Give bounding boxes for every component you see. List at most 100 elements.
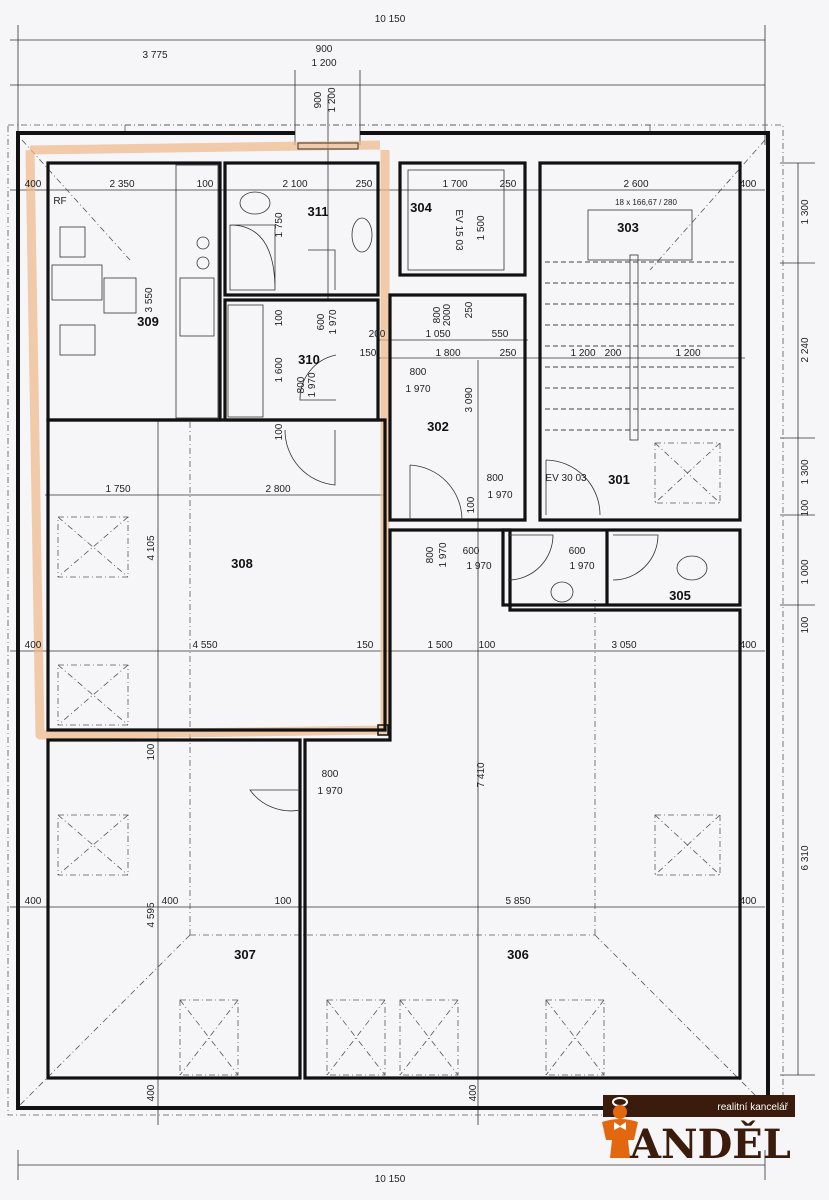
dimension-label: 1 200: [311, 58, 336, 69]
dimension-label: 100: [274, 309, 285, 326]
dimension-label: 400: [740, 640, 757, 651]
andel-logo: realitní kancelář ANDĚL: [602, 1095, 795, 1168]
dimension-label: 1 970: [487, 490, 512, 501]
room-303-label: 303: [617, 220, 639, 235]
dimension-label: 6 310: [800, 845, 811, 870]
dimension-label: 2 350: [109, 179, 134, 190]
room-304-label: 304: [410, 200, 432, 215]
dimension-label: 1 750: [105, 484, 130, 495]
dimension-label: 1 700: [442, 179, 467, 190]
logo-tagline: realitní kancelář: [717, 1102, 788, 1113]
dimension-label: 1 970: [405, 384, 430, 395]
dimension-label: 5 850: [505, 896, 530, 907]
dimension-label: 400: [25, 640, 42, 651]
dimension-label: 10 150: [375, 1174, 406, 1185]
dimension-label: 1 300: [800, 199, 811, 224]
room-307-label: 307: [234, 947, 256, 962]
fire-rating-label: EV 30 03: [545, 473, 587, 484]
dimension-label: 250: [464, 301, 475, 318]
dimension-label: 200: [369, 329, 386, 340]
dimension-label: 800: [410, 367, 427, 378]
room-309-label: 309: [137, 314, 159, 329]
dimension-label: 4 595: [146, 902, 157, 927]
dimension-label: 250: [500, 179, 517, 190]
fire-rating-label: EV 15 03: [453, 209, 464, 251]
dimension-label: 2 100: [282, 179, 307, 190]
dimension-label: 400: [25, 179, 42, 190]
dimension-label: 150: [360, 348, 377, 359]
dimension-label: 900: [316, 44, 333, 55]
staircase: [545, 209, 735, 441]
dimension-label: 1 970: [307, 372, 318, 397]
dimension-label: 1 200: [327, 87, 338, 112]
dimension-label: 150: [357, 640, 374, 651]
dimension-label: 1 300: [800, 459, 811, 484]
room-310-label: 310: [298, 352, 320, 367]
room-311-label: 311: [308, 204, 329, 219]
dimension-label: 600: [569, 546, 586, 557]
kitchen-units: [51, 164, 264, 419]
room-306-label: 306: [507, 947, 529, 962]
dimension-label: 100: [479, 640, 496, 651]
dimension-label: 100: [800, 616, 811, 633]
dimension-lines: [10, 25, 815, 1180]
dimension-label: 1 600: [274, 357, 285, 382]
dimension-label: 1 970: [328, 309, 339, 334]
dimension-label: 3 050: [611, 640, 636, 651]
dimension-label: 2000: [442, 303, 453, 326]
dimension-label: 800: [432, 306, 443, 323]
dimension-label: 100: [275, 896, 292, 907]
dimension-label: 250: [500, 348, 517, 359]
dimension-label: 400: [740, 896, 757, 907]
fridge-label: RF: [53, 196, 66, 207]
logo-name: ANDĚL: [629, 1121, 791, 1168]
dimension-label: 400: [162, 896, 179, 907]
dimension-label: 400: [740, 179, 757, 190]
dimension-label: 400: [146, 1084, 157, 1101]
lift-shaft: [407, 169, 505, 271]
dimension-label: 100: [466, 496, 477, 513]
angel-icon: [602, 1097, 638, 1158]
dimension-label: 600: [463, 546, 480, 557]
room-302-label: 302: [427, 419, 449, 434]
dimension-label: 2 600: [623, 179, 648, 190]
dimension-label: 1 500: [476, 215, 487, 240]
dimension-labels: 10 150 3 775 900 1 200 900 1 200 400 2 3…: [25, 14, 811, 1185]
dimension-label: 250: [356, 179, 373, 190]
dimension-label: 100: [800, 499, 811, 516]
dimension-label: 100: [197, 179, 214, 190]
walls: [16, 131, 770, 1110]
room-301-label: 301: [608, 472, 630, 487]
dimension-label: 3 090: [464, 387, 475, 412]
dimension-label: 1 750: [274, 212, 285, 237]
skylights: [57, 442, 721, 1076]
dimension-label: 1 970: [438, 542, 449, 567]
dimension-label: 3 775: [142, 50, 167, 61]
roof-outline: [7, 124, 784, 1116]
dimension-label: 100: [274, 423, 285, 440]
room-305-label: 305: [669, 588, 691, 603]
room-308-label: 308: [231, 556, 253, 571]
dimension-label: 1 500: [427, 640, 452, 651]
dimension-label: 4 550: [192, 640, 217, 651]
dimension-label: 1 970: [466, 561, 491, 572]
dimension-label: 4 105: [146, 535, 157, 560]
dimension-label: 2 800: [265, 484, 290, 495]
dimension-label: 800: [425, 546, 436, 563]
dimension-label: 800: [322, 769, 339, 780]
stair-spec: 18 x 166,67 / 280: [615, 198, 677, 207]
dimension-label: 900: [313, 91, 324, 108]
dimension-label: 1 970: [317, 786, 342, 797]
dimension-label: 800: [487, 473, 504, 484]
dimension-label: 7 410: [476, 762, 487, 787]
doors: [249, 249, 659, 812]
dimension-label: 600: [316, 313, 327, 330]
dimension-label: 1 050: [425, 329, 450, 340]
dimension-label: 1 000: [800, 559, 811, 584]
room-labels: 311 304 303 309 310 302 301 308 305 307 …: [137, 200, 691, 962]
dimension-label: 1 970: [569, 561, 594, 572]
dimension-label: 2 240: [800, 337, 811, 362]
dimension-label: 1 800: [435, 348, 460, 359]
dimension-label: 1 200: [675, 348, 700, 359]
